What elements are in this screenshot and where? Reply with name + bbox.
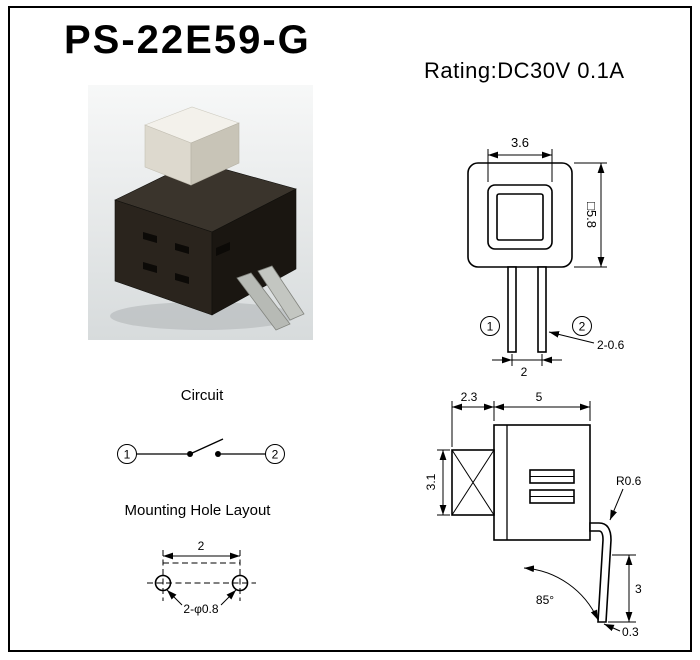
- terminal-2-circle: [572, 316, 592, 336]
- dim-hole-pitch-label: 2: [198, 539, 205, 553]
- dim-2-3-label: 2.3: [461, 390, 478, 404]
- side-view-drawing: 2.3 5 3.1 R0.6 85°: [424, 390, 642, 639]
- dimension-pin-pitch: 2: [492, 354, 562, 379]
- page-border: [8, 6, 692, 652]
- circuit-diagram: 1 2: [117, 438, 285, 464]
- dimension-pin-size: 2-0.6: [548, 331, 625, 352]
- dim-2-0-6-label: 2-0.6: [597, 338, 625, 352]
- dim-r0-6-label: R0.6: [616, 474, 642, 488]
- dimension-bend-radius: R0.6: [609, 474, 642, 521]
- dim-hole-size-label: 2-φ0.8: [183, 602, 218, 616]
- rating-text: Rating:DC30V 0.1A: [424, 58, 625, 83]
- side-view-body: [451, 424, 591, 541]
- mounting-section-title: Mounting Hole Layout: [124, 502, 271, 519]
- top-view-body-outline: [467, 162, 573, 268]
- top-view-drawing: 3.6 □5.8 1 2 2-0.6 2: [467, 135, 625, 379]
- dim-3-1-label: 3.1: [424, 473, 438, 490]
- product-photo: [88, 85, 313, 340]
- dim-0-3-label: 0.3: [622, 625, 639, 639]
- circuit-switch-lever: [189, 438, 224, 455]
- circuit-terminal-1-label: 1: [124, 448, 131, 462]
- pin-2: [537, 266, 547, 353]
- side-view-pin: [589, 522, 612, 623]
- switch-shadow: [110, 302, 296, 330]
- switch-terminal-holes: [143, 232, 230, 284]
- dimension-button-width-side: 3.1: [424, 449, 450, 516]
- terminal-1-circle: [480, 316, 500, 336]
- dimension-hole-size: 2-φ0.8: [166, 589, 237, 616]
- dim-pitch-label: 2: [521, 365, 528, 379]
- switch-body: [114, 160, 297, 316]
- terminal-2-marker: 2: [572, 316, 592, 336]
- circuit-terminal-2-label: 2: [272, 448, 279, 462]
- dimension-hole-pitch: 2: [163, 539, 240, 560]
- switch-cap: [144, 106, 240, 186]
- dim-5-8-label: □5.8: [584, 202, 599, 228]
- circuit-terminal-2-circle: [265, 444, 285, 464]
- dim-5-label: 5: [536, 390, 543, 404]
- terminal-1-label: 1: [487, 320, 494, 334]
- part-number-title: PS-22E59-G: [64, 18, 311, 62]
- dimension-body-square: □5.8: [574, 162, 607, 268]
- circuit-contact-right: [215, 451, 221, 457]
- circuit-section-title: Circuit: [180, 387, 224, 404]
- switch-pins: [236, 265, 305, 331]
- button-top-outline: [496, 193, 544, 241]
- dim-3-6-label: 3.6: [511, 135, 529, 150]
- dim-85deg-label: 85°: [536, 593, 554, 607]
- dimension-pin-angle: 85°: [523, 565, 599, 621]
- terminal-1-marker: 1: [480, 316, 500, 336]
- dimension-top-widths: 2.3 5: [451, 390, 591, 447]
- mounting-hole-drawing: 2 2-φ0.8: [147, 539, 256, 616]
- dimension-button-width: 3.6: [487, 135, 553, 182]
- mounting-centerlines: [147, 550, 256, 601]
- pin-1: [507, 266, 517, 353]
- dimension-pin-length: 3: [608, 554, 642, 623]
- terminal-2-label: 2: [579, 320, 586, 334]
- dim-3mm-label: 3: [635, 582, 642, 596]
- top-view-pins: [507, 266, 547, 353]
- dimension-pin-thickness: 0.3: [603, 623, 639, 639]
